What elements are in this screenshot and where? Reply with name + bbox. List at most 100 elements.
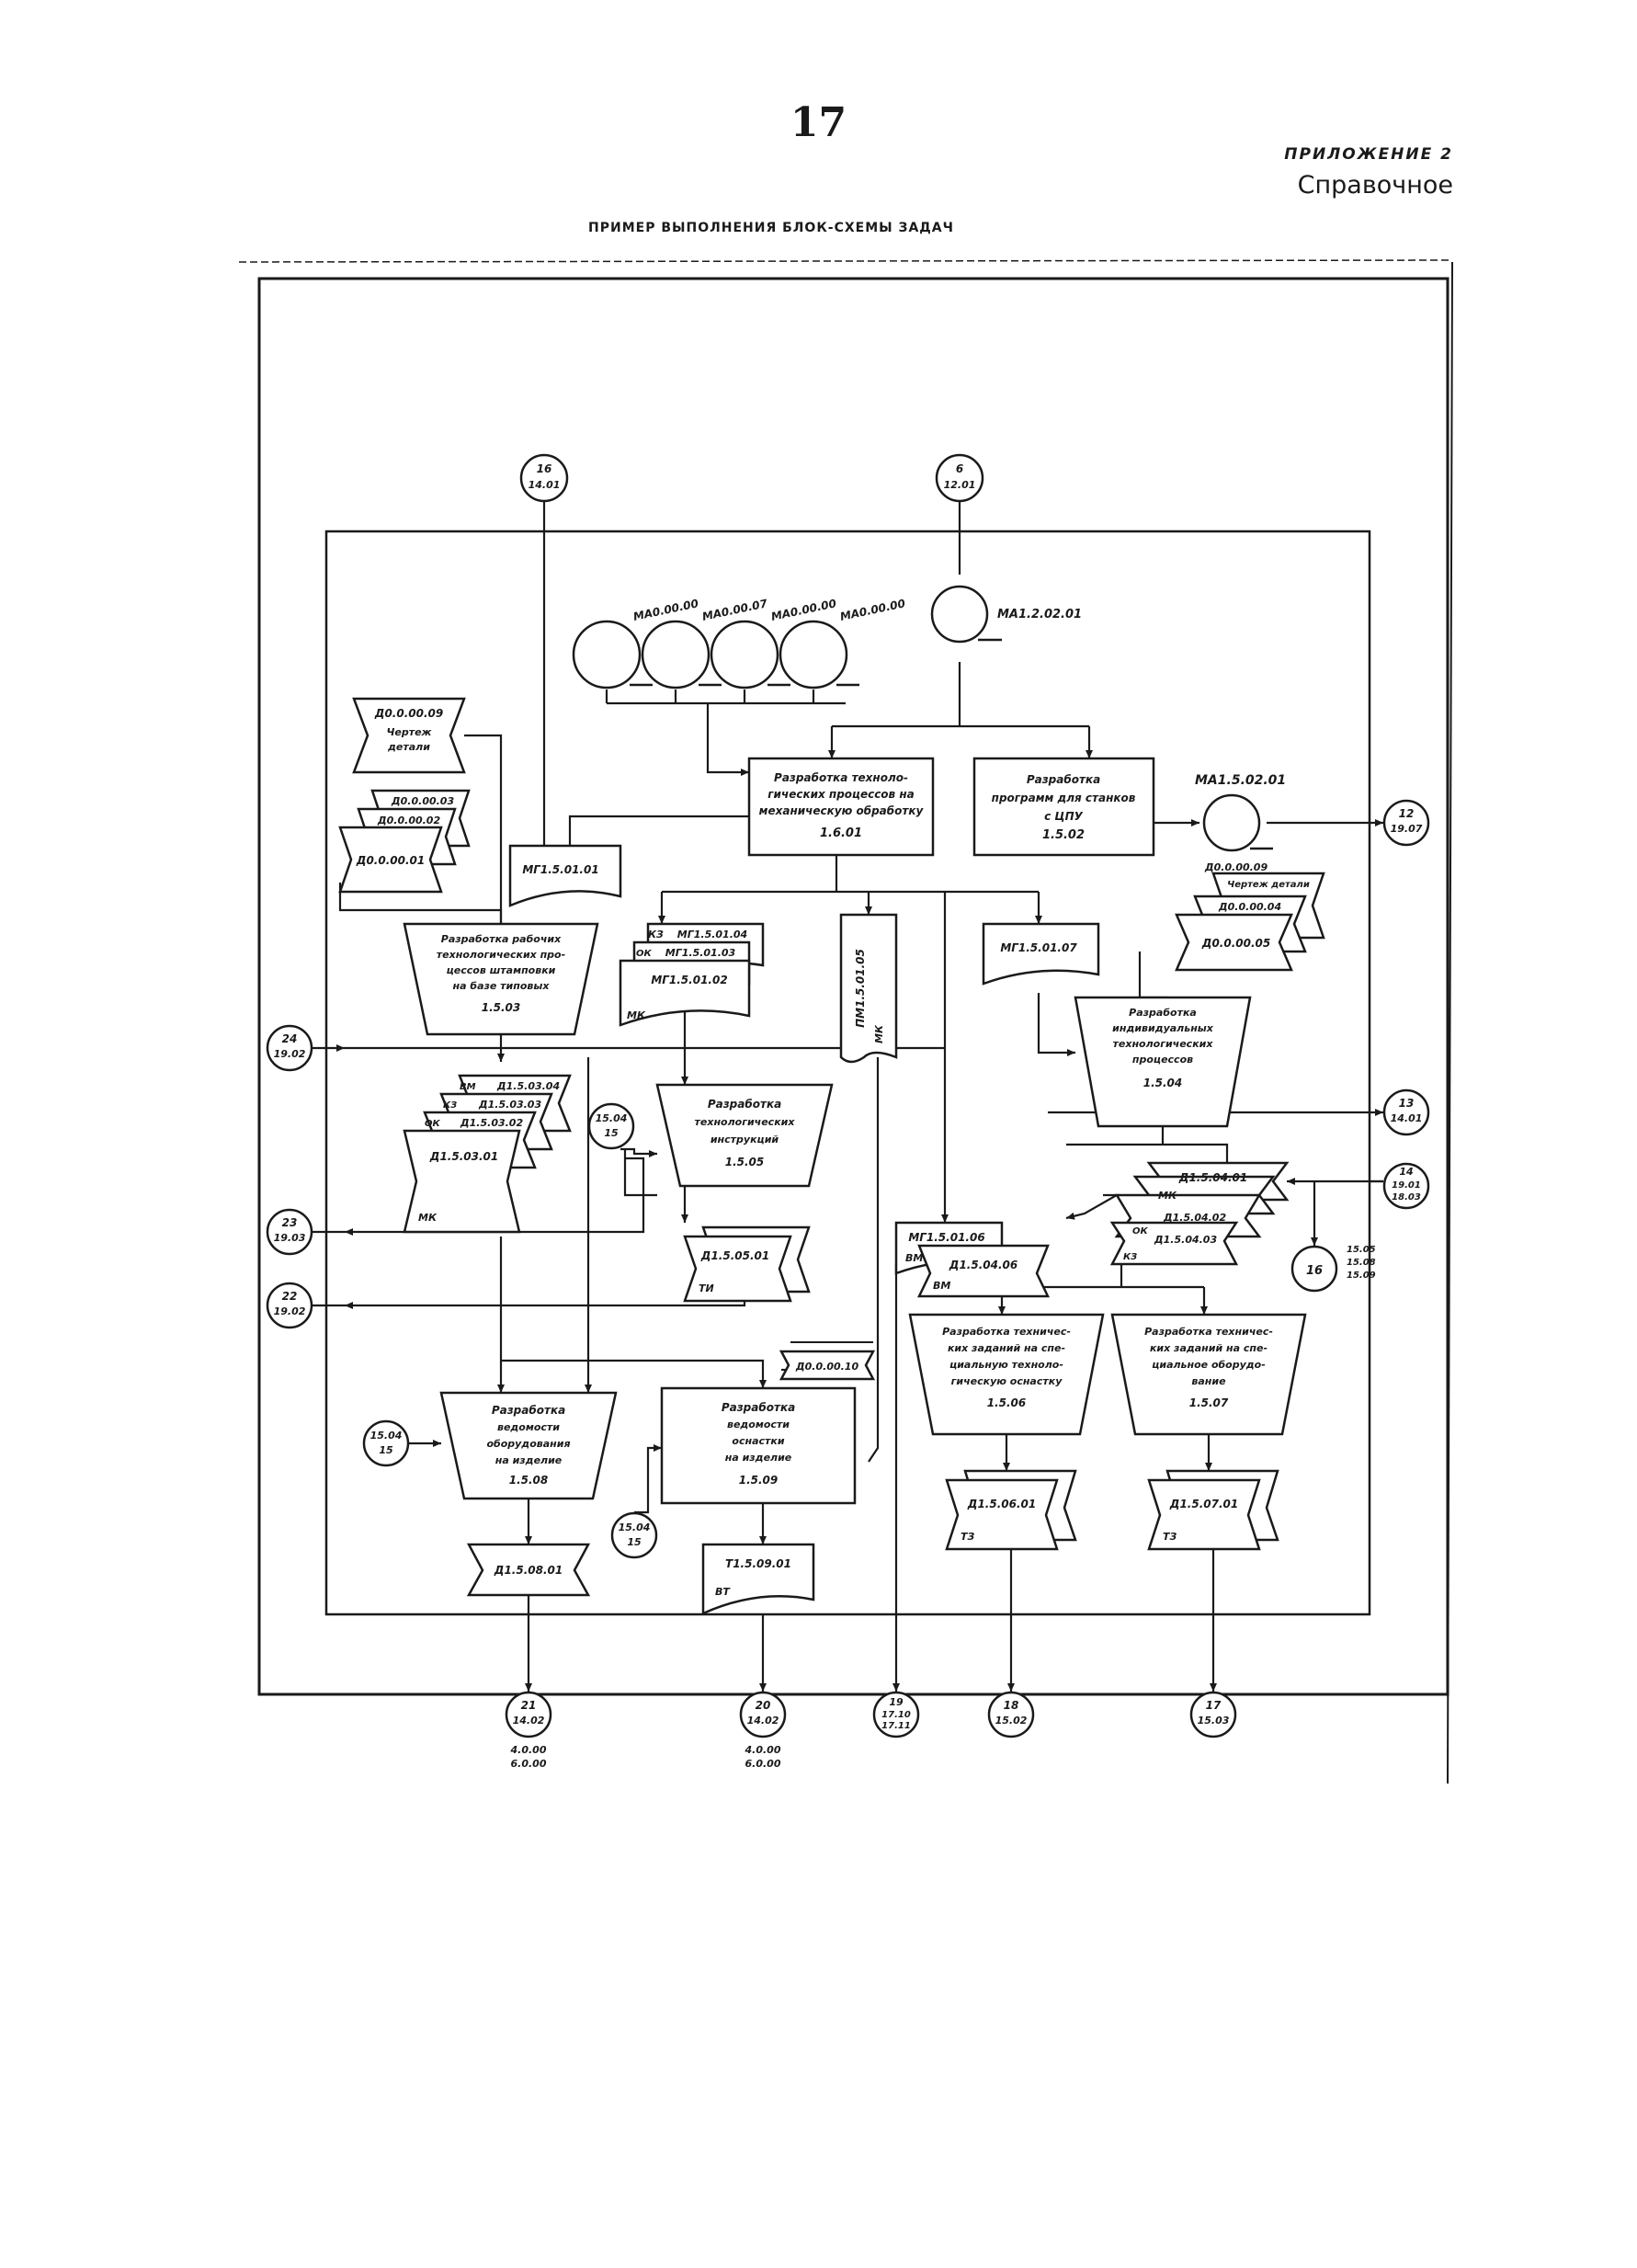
svg-text:19.01: 19.01 xyxy=(1392,1180,1421,1191)
doc-d-1-5-08-01: Д1.5.08.01 xyxy=(466,1543,591,1597)
svg-text:6.0.00: 6.0.00 xyxy=(745,1758,781,1770)
svg-text:1.5.06: 1.5.06 xyxy=(987,1396,1027,1409)
svg-text:12: 12 xyxy=(1399,807,1415,820)
svg-text:оснастки: оснастки xyxy=(732,1435,784,1447)
svg-text:14.01: 14.01 xyxy=(529,479,561,491)
svg-text:ких заданий на спе-: ких заданий на спе- xyxy=(1150,1342,1268,1354)
doc-tz-1-5-07-01: Д1.5.07.01 ТЗ xyxy=(1147,1469,1279,1551)
svg-text:16: 16 xyxy=(537,462,552,475)
manual-op-1-5-07: Разработка техничес- ких заданий на спе-… xyxy=(1110,1313,1307,1436)
svg-text:18.03: 18.03 xyxy=(1392,1192,1421,1202)
svg-text:15: 15 xyxy=(627,1536,642,1548)
svg-text:технологических про-: технологических про- xyxy=(437,949,565,961)
svg-text:Д0.0.00.03: Д0.0.00.03 xyxy=(391,795,455,807)
doc-d-1-5-04-06: Д1.5.04.06 ВМ xyxy=(917,1244,1050,1298)
doc-stack-mid: КЗ МГ1.5.01.04 ОК МГ1.5.01.03 МГ1.5.01.0… xyxy=(619,922,765,1027)
page-title: ПРИМЕР ВЫПОЛНЕНИЯ БЛОК-СХЕМЫ ЗАДАЧ xyxy=(588,221,954,235)
svg-text:инструкций: инструкций xyxy=(711,1134,779,1145)
svg-text:Разработка: Разработка xyxy=(492,1404,565,1417)
manual-op-1-5-08: Разработка ведомости оборудования на изд… xyxy=(439,1391,618,1500)
svg-text:цессов штамповки: цессов штамповки xyxy=(447,964,556,976)
svg-text:Д1.5.03.03: Д1.5.03.03 xyxy=(478,1099,542,1111)
doc-mg-1-5-01-01: МГ1.5.01.01 xyxy=(508,844,622,907)
connector-in-1-5-09: 15.04 15 xyxy=(610,1511,658,1559)
svg-text:1.5.02: 1.5.02 xyxy=(1042,828,1085,842)
svg-text:15.03: 15.03 xyxy=(1198,1715,1230,1727)
svg-text:КЗ: КЗ xyxy=(443,1100,457,1111)
svg-text:ПМ1.5.01.05: ПМ1.5.01.05 xyxy=(854,949,867,1028)
svg-text:22: 22 xyxy=(282,1290,298,1303)
svg-text:МА1.2.02.01: МА1.2.02.01 xyxy=(997,608,1082,621)
svg-text:циальное оборудо-: циальное оборудо- xyxy=(1152,1359,1266,1371)
svg-text:14.02: 14.02 xyxy=(747,1715,779,1727)
svg-text:МГ1.5.01.03: МГ1.5.01.03 xyxy=(665,947,736,959)
svg-text:вание: вание xyxy=(1191,1375,1226,1387)
process-1-5-02: Разработка программ для станков с ЦПУ 1.… xyxy=(972,757,1155,857)
manual-op-1-5-03: Разработка рабочих технологических про- … xyxy=(403,922,599,1036)
svg-text:23: 23 xyxy=(282,1216,298,1229)
svg-text:МА0.00.00: МА0.00.00 xyxy=(770,597,837,623)
svg-text:МГ1.5.01.06: МГ1.5.01.06 xyxy=(908,1231,984,1244)
svg-text:Д0.0.00.10: Д0.0.00.10 xyxy=(795,1361,859,1373)
svg-text:19.02: 19.02 xyxy=(274,1048,306,1060)
svg-text:18: 18 xyxy=(1004,1699,1019,1712)
svg-text:Разработка: Разработка xyxy=(708,1098,781,1111)
svg-text:КЗ: КЗ xyxy=(648,929,664,940)
svg-text:ВМ: ВМ xyxy=(905,1252,923,1264)
svg-text:Разработка: Разработка xyxy=(1129,1007,1197,1019)
svg-text:механическую обработку: механическую обработку xyxy=(759,804,925,817)
connector-12: 12 19.07 xyxy=(1382,799,1430,847)
doc-ti-1-5-05-01: Д1.5.05.01 ТИ xyxy=(683,1225,811,1303)
svg-text:Д0.0.00.02: Д0.0.00.02 xyxy=(377,815,441,826)
doc-stack-1-5-03: ВМ Д1.5.03.04 КЗ Д1.5.03.03 ОК Д1.5.03.0… xyxy=(403,1074,572,1234)
svg-text:1.5.09: 1.5.09 xyxy=(739,1474,779,1487)
svg-text:МГ1.5.01.01: МГ1.5.01.01 xyxy=(522,863,598,876)
svg-text:17.11: 17.11 xyxy=(881,1721,911,1731)
svg-text:Д0.0.00.05: Д0.0.00.05 xyxy=(1201,937,1270,950)
svg-text:ВМ: ВМ xyxy=(460,1082,476,1092)
svg-text:ТИ: ТИ xyxy=(699,1282,714,1294)
svg-text:1.5.07: 1.5.07 xyxy=(1189,1396,1229,1409)
svg-text:программ для станков: программ для станков xyxy=(992,792,1136,804)
svg-text:Д1.5.04.01: Д1.5.04.01 xyxy=(1178,1171,1247,1184)
svg-text:Разработка техничес-: Разработка техничес- xyxy=(942,1326,1071,1338)
svg-text:КЗ: КЗ xyxy=(1123,1252,1137,1262)
svg-text:ОК: ОК xyxy=(425,1119,441,1129)
process-1-5-09: Разработка ведомости оснастки на изделие… xyxy=(660,1386,857,1505)
svg-text:12.01: 12.01 xyxy=(944,479,976,491)
tape-1: МА0.00.00 xyxy=(572,597,699,690)
page-number: 17 xyxy=(790,99,847,146)
svg-text:МК: МК xyxy=(627,1009,646,1021)
svg-text:Д1.5.05.01: Д1.5.05.01 xyxy=(700,1249,769,1262)
svg-text:24: 24 xyxy=(282,1032,298,1045)
svg-text:15.09: 15.09 xyxy=(1347,1271,1376,1281)
connector-23: 23 19.03 xyxy=(266,1208,313,1256)
svg-text:на изделие: на изделие xyxy=(725,1452,792,1464)
appendix-kind: Справочное xyxy=(1297,171,1453,199)
connector-out-19: 19 17.10 17.11 xyxy=(872,1691,920,1738)
svg-text:15: 15 xyxy=(379,1444,393,1456)
doc-tz-1-5-06-01: Д1.5.06.01 ТЗ xyxy=(945,1469,1077,1551)
svg-text:19.03: 19.03 xyxy=(274,1232,306,1244)
svg-text:Д1.5.04.06: Д1.5.04.06 xyxy=(949,1259,1017,1271)
svg-text:Разработка: Разработка xyxy=(722,1401,795,1414)
svg-text:МА0.00.00: МА0.00.00 xyxy=(632,597,699,623)
svg-text:Чертеж: Чертеж xyxy=(386,726,432,738)
svg-text:Разработка техничес-: Разработка техничес- xyxy=(1144,1326,1273,1338)
svg-text:Д0.0.00.09: Д0.0.00.09 xyxy=(374,707,443,720)
svg-text:15.04: 15.04 xyxy=(370,1430,403,1442)
svg-text:15: 15 xyxy=(604,1127,619,1139)
svg-text:21: 21 xyxy=(521,1699,537,1712)
svg-text:МГ1.5.01.04: МГ1.5.01.04 xyxy=(677,929,747,940)
svg-text:19: 19 xyxy=(889,1696,904,1708)
svg-text:процессов: процессов xyxy=(1132,1054,1193,1066)
connector-out-21: 21 14.02 4.0.00 6.0.00 xyxy=(505,1691,552,1770)
tape-main: МА1.2.02.01 xyxy=(930,585,1082,644)
svg-text:17.10: 17.10 xyxy=(881,1710,911,1720)
connector-in-1-5-08: 15.04 15 xyxy=(362,1419,410,1467)
svg-text:13: 13 xyxy=(1399,1097,1415,1110)
svg-text:6: 6 xyxy=(956,462,963,475)
connector-16-top: 16 14.01 xyxy=(519,453,569,503)
svg-text:ведомости: ведомости xyxy=(497,1421,560,1433)
svg-text:15.08: 15.08 xyxy=(1347,1258,1376,1268)
